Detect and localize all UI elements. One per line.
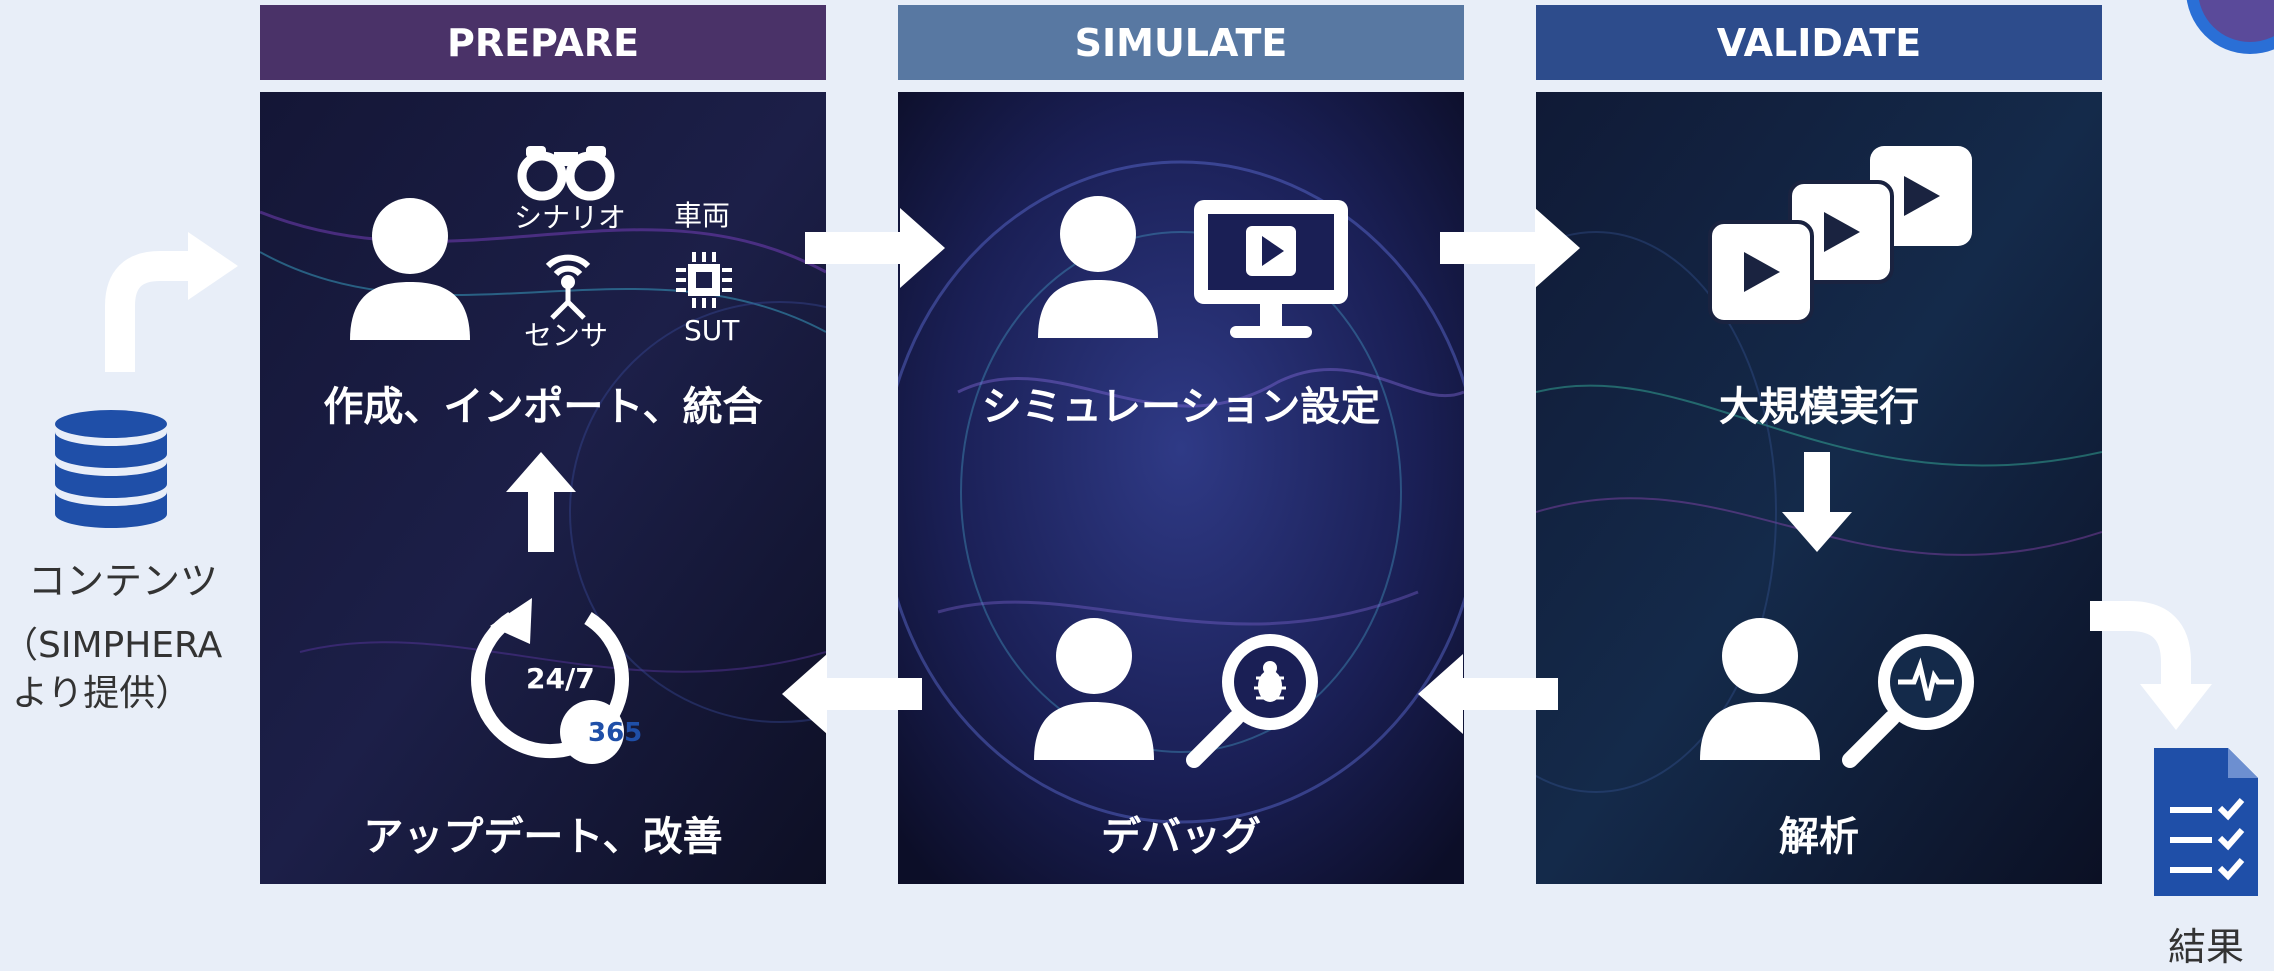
person-icon [1038, 196, 1158, 338]
checklist-document-icon [2154, 748, 2258, 896]
binoculars-icon [517, 146, 615, 201]
result-label: 結果 [2168, 925, 2245, 969]
person-icon [1700, 618, 1820, 760]
cycle-icon [471, 598, 629, 764]
arrow-prepare-to-simulate [805, 208, 945, 288]
play-stack-icon [1708, 146, 1972, 324]
up-arrow-icon [506, 452, 576, 552]
person-icon [350, 198, 470, 340]
prepare-bottom-label: アップデート、改善 [363, 814, 723, 860]
panel-simulate: シミュレーション設定 デバッグ [898, 92, 1464, 884]
phase-title: SIMULATE [1074, 20, 1288, 65]
bug-magnifier-icon [1186, 634, 1318, 768]
content-source-line2: （SIMPHERA [2, 625, 223, 666]
arrow-simulate-to-prepare [782, 654, 922, 734]
phase-title: PREPARE [446, 20, 640, 65]
content-source-line3: より提供） [12, 673, 192, 714]
arrow-simulate-to-validate [1440, 208, 1580, 288]
bent-arrow-right-icon [105, 232, 238, 372]
panel-validate: 大規模実行 解析 [1536, 92, 2102, 884]
bent-arrow-down-icon [2090, 601, 2212, 730]
panel-background [898, 92, 1464, 884]
database-icon [55, 410, 167, 528]
label-vehicle: 車両 [674, 199, 731, 232]
phase-header-validate: VALIDATE [1536, 5, 2102, 80]
phase-header-simulate: SIMULATE [898, 5, 1464, 80]
chip-icon [676, 252, 732, 308]
cycle-badge-text: 365 [588, 718, 643, 748]
corner-badge [2186, 0, 2274, 54]
validate-bottom-label: 解析 [1779, 814, 1859, 860]
content-source-line1: コンテンツ [28, 559, 219, 603]
antenna-icon [545, 254, 591, 320]
monitor-play-icon [1194, 200, 1348, 338]
person-icon [1034, 618, 1154, 760]
simulate-bottom-label: デバッグ [1101, 814, 1261, 860]
down-arrow-icon [1782, 452, 1852, 552]
cycle-top-text: 24/7 [526, 662, 595, 695]
simulate-main-label: シミュレーション設定 [981, 384, 1381, 430]
validate-main-label: 大規模実行 [1719, 384, 1919, 430]
waveform-magnifier-icon [1842, 634, 1974, 768]
label-scenario: シナリオ [514, 201, 627, 234]
label-sut: SUT [684, 314, 740, 347]
prepare-main-label: 作成、インポート、統合 [323, 384, 763, 430]
phase-title: VALIDATE [1716, 20, 1922, 65]
arrow-validate-to-simulate [1418, 654, 1558, 734]
panel-prepare: シナリオ 車両 センサ SUT 作成、インポート、統合 24/7 365 アップ… [260, 92, 826, 884]
phase-header-prepare: PREPARE [260, 5, 826, 80]
label-sensor: センサ [524, 319, 609, 352]
